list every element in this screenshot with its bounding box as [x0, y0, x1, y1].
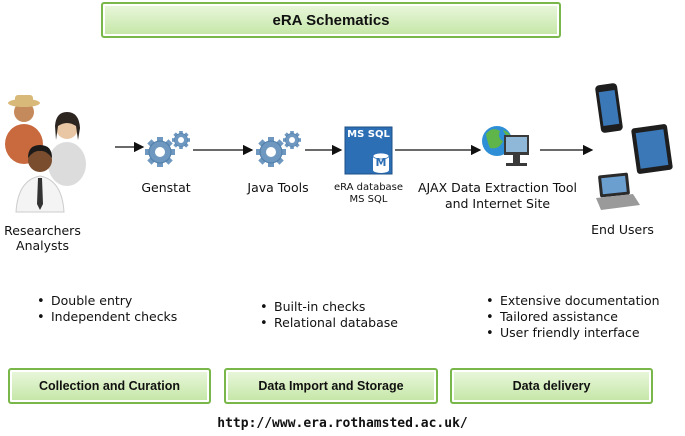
globe-computer-icon: [482, 126, 529, 166]
gear-icon-genstat: [144, 130, 191, 168]
devices-icon: [595, 83, 673, 210]
bullet-item: Double entry: [37, 293, 177, 309]
database-icon: [344, 126, 393, 175]
gear-icon-java: [255, 130, 302, 168]
bullet-item: Relational database: [260, 315, 398, 331]
phase-collection-box: Collection and Curation: [8, 368, 211, 404]
researchers-label-line1: Researchers: [4, 223, 81, 238]
phase-import-box: Data Import and Storage: [224, 368, 438, 404]
diagram-title: eRA Schematics: [101, 2, 561, 38]
phase-delivery-box: Data delivery: [450, 368, 653, 404]
database-label-line1: eRA database: [333, 182, 404, 193]
website-url: http://www.era.rothamsted.ac.uk/: [217, 416, 468, 431]
researchers-label-line2: Analysts: [16, 238, 69, 253]
bullet-item: User friendly interface: [486, 325, 660, 341]
database-label-line2: MS SQL: [349, 194, 388, 205]
delivery-bullets: Extensive documentation Tailored assista…: [486, 293, 660, 341]
import-bullets: Built-in checks Relational database: [260, 299, 398, 331]
people-icon: [5, 95, 86, 213]
end-users-label: End Users: [591, 222, 654, 237]
bullet-item: Independent checks: [37, 309, 177, 325]
ajax-label-line1: AJAX Data Extraction Tool: [418, 180, 577, 195]
ajax-label-line2: and Internet Site: [444, 196, 551, 211]
database-glyph: M: [375, 156, 387, 169]
database-badge: MS SQL: [347, 129, 390, 140]
genstat-label: Genstat: [141, 180, 191, 195]
java-tools-label: Java Tools: [247, 180, 309, 195]
bullet-item: Tailored assistance: [486, 309, 660, 325]
collection-bullets: Double entry Independent checks: [37, 293, 177, 325]
bullet-item: Extensive documentation: [486, 293, 660, 309]
bullet-item: Built-in checks: [260, 299, 398, 315]
